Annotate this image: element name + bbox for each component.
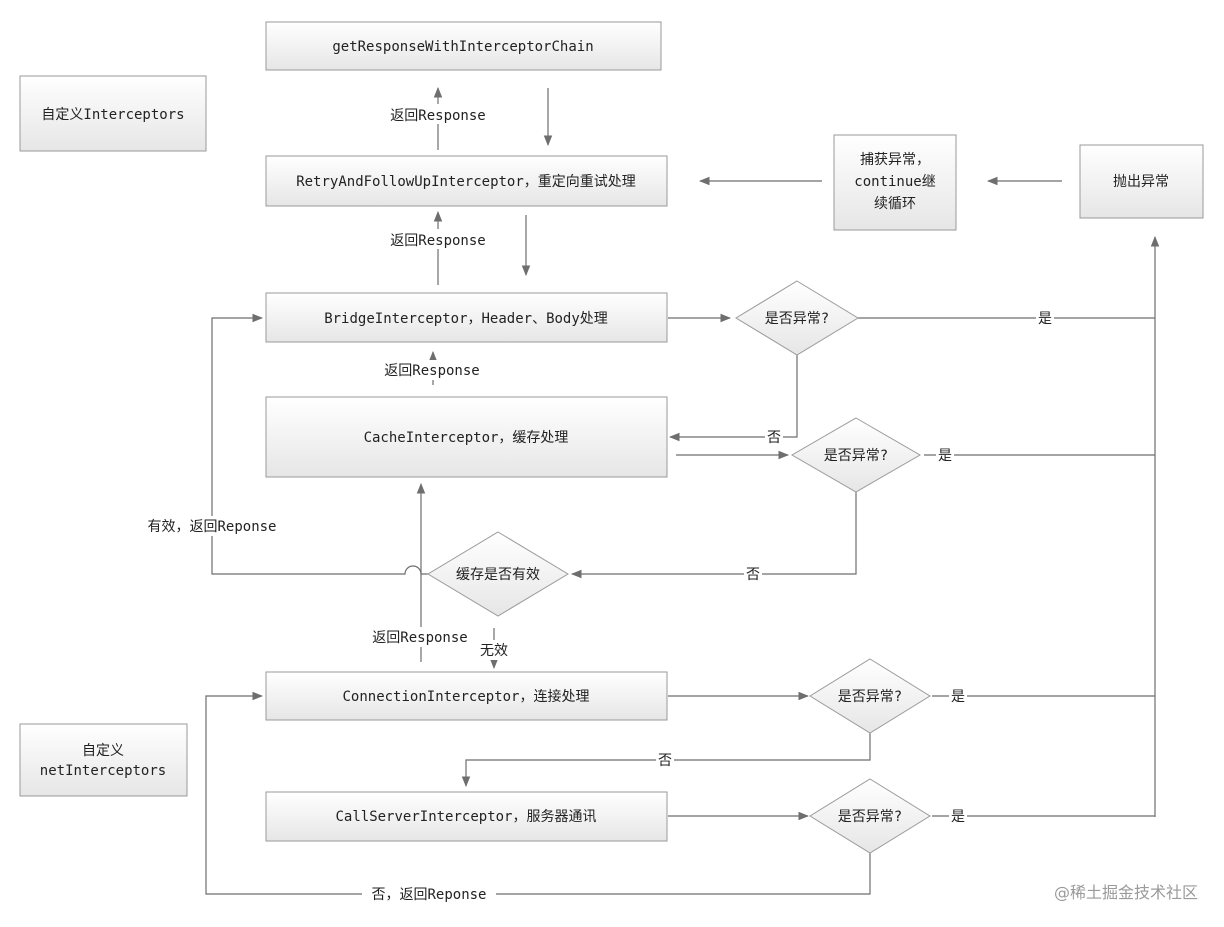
label-return-response-1: 返回Response: [390, 108, 485, 124]
label-return-response-3: 返回Response: [384, 363, 479, 379]
custom-interceptors-node: 自定义Interceptors: [19, 75, 207, 152]
arrow-q1-no-to-cache: [668, 355, 798, 442]
throw-node: 抛出异常: [1079, 144, 1204, 219]
cache-valid-decision-label: 缓存是否有效: [456, 567, 540, 583]
callserver-box: [265, 791, 668, 842]
exception-decision-4-label: 是否异常?: [838, 809, 902, 825]
bridge-box: [265, 292, 668, 343]
edge-labels: 返回Response 返回Response 返回Response 返回Respo…: [136, 104, 1054, 904]
throw-box: [1079, 144, 1204, 219]
custom-net-interceptors-node: 自定义 netInterceptors: [19, 723, 188, 797]
exception-decision-3: 是否异常?: [809, 658, 931, 734]
custom-net-interceptors-line2: netInterceptors: [40, 763, 166, 779]
exception-decision-3-shape: [809, 658, 931, 734]
exception-decision-2-label: 是否异常?: [824, 448, 888, 464]
exception-decision-2: 是否异常?: [791, 417, 921, 493]
retry-box: [265, 155, 668, 207]
cache-valid-decision: 缓存是否有效: [427, 531, 569, 617]
callserver-label: CallServerInterceptor，服务器通讯: [335, 809, 596, 825]
bridge-node: BridgeInterceptor，Header、Body处理: [265, 292, 668, 343]
label-no-2: 否: [746, 567, 760, 583]
exception-decision-1-label: 是否异常?: [765, 311, 829, 327]
label-yes-1: 是: [1038, 311, 1052, 327]
label-no-return: 否，返回Reponse: [371, 887, 486, 903]
exception-decision-4-shape: [809, 778, 931, 854]
exception-decision-1: 是否异常?: [735, 280, 859, 356]
connection-node: ConnectionInterceptor，连接处理: [265, 671, 668, 721]
exception-decision-3-label: 是否异常?: [838, 689, 902, 705]
callserver-node: CallServerInterceptor，服务器通讯: [265, 791, 668, 842]
getresponse-box: [265, 21, 662, 71]
getresponse-node: getResponseWithInterceptorChain: [265, 21, 662, 71]
catch-box: [833, 134, 957, 231]
retry-node: RetryAndFollowUpInterceptor，重定向重试处理: [265, 155, 668, 207]
catch-label-line2: continue继: [854, 174, 935, 190]
custom-net-interceptors-line1: 自定义: [82, 743, 124, 759]
label-yes-2: 是: [938, 448, 952, 464]
retry-label: RetryAndFollowUpInterceptor，重定向重试处理: [296, 174, 636, 190]
bridge-label: BridgeInterceptor，Header、Body处理: [324, 311, 608, 327]
cache-box: [265, 396, 668, 478]
cache-valid-decision-shape: [427, 531, 569, 617]
label-no-3: 否: [658, 753, 672, 769]
custom-interceptors-box: [19, 75, 207, 152]
label-return-response-4: 返回Response: [372, 630, 467, 646]
label-return-response-2: 返回Response: [390, 233, 485, 249]
exception-decision-1-shape: [735, 280, 859, 356]
catch-node: 捕获异常， continue继 续循环: [833, 134, 957, 231]
catch-label-line1: 捕获异常，: [860, 152, 930, 168]
catch-label-line3: 续循环: [874, 195, 916, 212]
label-valid-return: 有效，返回Reponse: [147, 519, 276, 535]
connection-label: ConnectionInterceptor，连接处理: [342, 688, 589, 705]
label-yes-3: 是: [951, 689, 965, 705]
label-invalid: 无效: [480, 643, 508, 659]
label-no-1: 否: [767, 430, 781, 446]
label-yes-4: 是: [951, 809, 965, 825]
connection-box: [265, 671, 668, 721]
custom-net-interceptors-box: [19, 723, 188, 797]
custom-interceptors-label: 自定义Interceptors: [41, 107, 184, 123]
connectors: [205, 86, 1160, 895]
cache-label: CacheInterceptor，缓存处理: [364, 430, 569, 446]
arrow-q2-no-to-cachevalid: [570, 492, 857, 579]
throw-label: 抛出异常: [1113, 174, 1169, 190]
exception-decision-2-shape: [791, 417, 921, 493]
cache-node: CacheInterceptor，缓存处理: [265, 396, 668, 478]
watermark: @稀土掘金技术社区: [1054, 883, 1198, 902]
arrow-q4-no-to-connection: [205, 691, 871, 895]
getresponse-label: getResponseWithInterceptorChain: [332, 39, 593, 55]
exception-decision-4: 是否异常?: [809, 778, 931, 854]
